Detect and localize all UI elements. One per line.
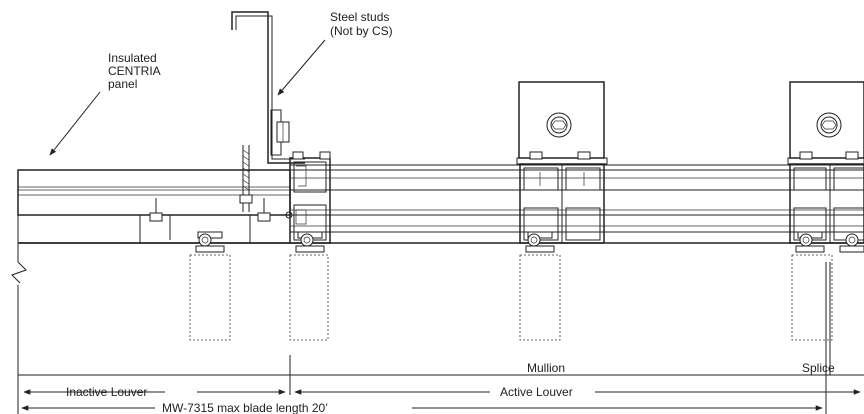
steel-stud: [231, 11, 305, 164]
panel-leader-arrow: [49, 91, 101, 156]
support-channel: [139, 198, 271, 243]
embed-blocks: [189, 254, 833, 375]
blade-rails: [290, 164, 864, 233]
panel-label-line3: panel: [108, 77, 137, 91]
max-blade-length-label: MW-7315 max blade length 20’: [162, 401, 328, 414]
stud-label-line2: (Not by CS): [330, 24, 393, 38]
anchor-bolts: [195, 231, 864, 253]
panel-fastener: [239, 145, 253, 212]
splice-label: Splice: [802, 361, 835, 375]
inactive-louver-label: Inactive Louver: [66, 385, 147, 399]
panel-label-line1: Insulated: [108, 51, 157, 65]
break-line: [11, 261, 27, 284]
active-louver-label: Active Louver: [500, 385, 573, 399]
splice-frame: [787, 81, 864, 244]
mullion-frame: [516, 81, 608, 244]
stud-leader-arrow: [277, 39, 326, 96]
mullion-label: Mullion: [527, 361, 565, 375]
stud-label-line1: Steel studs: [330, 10, 389, 24]
panel-label-line2: CENTRIA: [108, 64, 161, 78]
jamb-frame: [285, 151, 331, 244]
